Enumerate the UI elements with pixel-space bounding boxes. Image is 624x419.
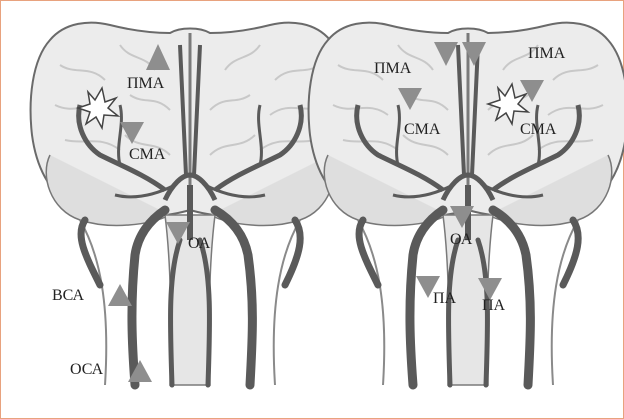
label-oa: ОА	[188, 235, 211, 252]
left-brain-illustration	[31, 23, 350, 385]
label-sma-right-left: СМА	[404, 121, 441, 138]
label-pma-right-right: ПМА	[528, 45, 566, 62]
label-sma: СМА	[129, 146, 166, 163]
label-osa: ОСА	[70, 361, 104, 378]
right-brain-illustration	[309, 23, 624, 385]
label-pma: ПМА	[127, 75, 165, 92]
label-oa-right: ОА	[450, 231, 473, 248]
label-pma-right-left: ПМА	[374, 60, 412, 77]
label-sma-right-right: СМА	[520, 121, 557, 138]
label-pa-left: ПА	[433, 290, 457, 307]
label-vsa: ВСА	[52, 287, 85, 304]
label-pa-right: ПА	[482, 297, 506, 314]
